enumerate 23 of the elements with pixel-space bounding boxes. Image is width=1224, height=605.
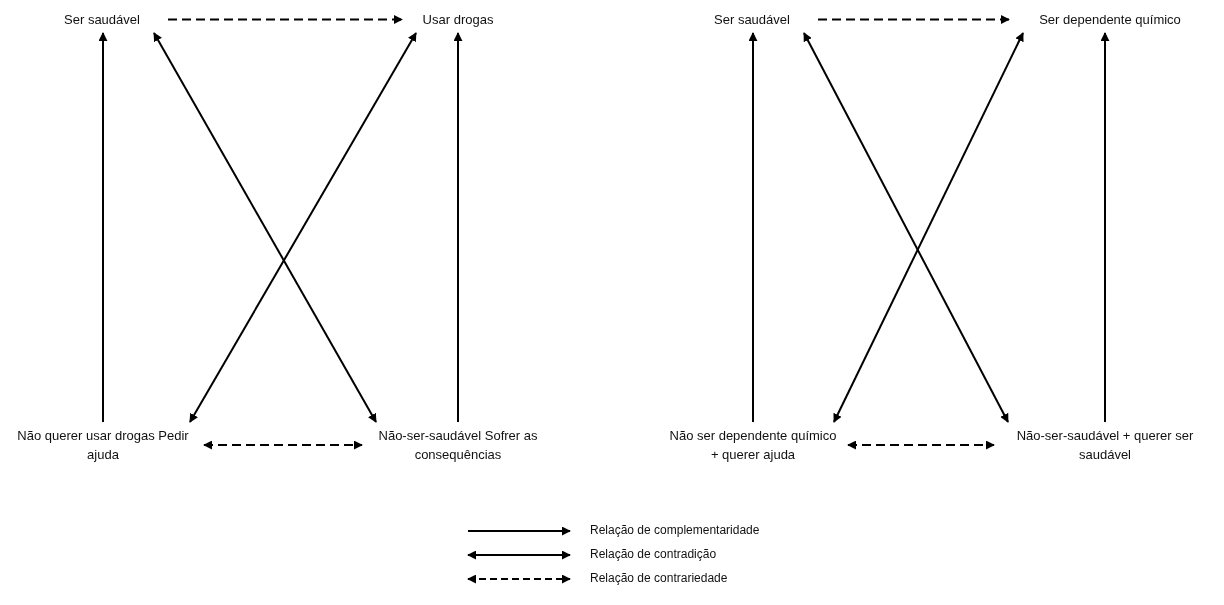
legend-label: Relação de complementaridade bbox=[590, 522, 760, 538]
arrow bbox=[167, 15, 403, 24]
node-label: Não-ser-saudável + querer ser saudável bbox=[1000, 426, 1210, 464]
arrow bbox=[833, 32, 1024, 423]
node-label: Ser saudável bbox=[692, 10, 812, 29]
node-label: Não-ser-saudável Sofrer as consequências bbox=[368, 426, 548, 464]
node-label: Não ser dependente químico + querer ajuda bbox=[664, 426, 842, 464]
arrow bbox=[748, 32, 758, 423]
legend-label: Relação de contrariedade bbox=[590, 570, 728, 586]
arrow bbox=[189, 32, 417, 423]
arrow bbox=[453, 32, 463, 423]
arrow bbox=[203, 440, 363, 450]
node-label: Usar drogas bbox=[408, 10, 508, 29]
legend-label: Relação de contradição bbox=[590, 546, 717, 562]
arrow bbox=[98, 32, 108, 423]
arrow bbox=[847, 440, 995, 450]
arrow bbox=[153, 32, 377, 423]
node-label: Ser dependente químico bbox=[1015, 10, 1205, 29]
arrow bbox=[1100, 32, 1110, 423]
arrow bbox=[803, 32, 1009, 423]
node-label: Ser saudável bbox=[42, 10, 162, 29]
node-label: Não querer usar drogas Pedir ajuda bbox=[8, 426, 198, 464]
arrow bbox=[817, 15, 1010, 24]
